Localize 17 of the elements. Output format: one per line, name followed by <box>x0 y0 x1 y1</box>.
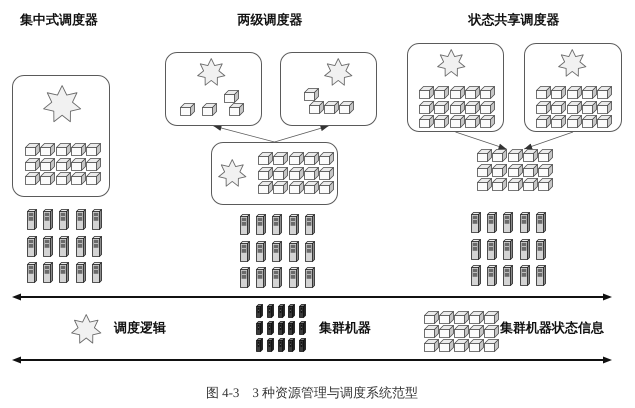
figure-caption: 图 4-3 3 种资源管理与调度系统范型 <box>206 386 418 400</box>
arrow <box>213 125 275 142</box>
column-heading: 状态共享调度器 <box>468 14 560 28</box>
scheduler-box <box>407 43 504 132</box>
column-heading: 集中式调度器 <box>20 14 98 28</box>
scheduler-box <box>524 43 622 132</box>
arrow <box>524 132 574 150</box>
legend-label: 调度逻辑 <box>114 322 166 336</box>
scheduler-box <box>12 75 110 197</box>
arrow <box>455 132 507 150</box>
legend-label: 集群机器 <box>319 322 371 336</box>
legend-label: 集群机器状态信息 <box>500 322 604 336</box>
arrow <box>274 125 329 142</box>
scheduler-box <box>211 142 338 205</box>
scheduler-box <box>165 52 262 126</box>
scheduler-box <box>280 52 377 126</box>
column-heading: 两级调度器 <box>238 14 302 28</box>
